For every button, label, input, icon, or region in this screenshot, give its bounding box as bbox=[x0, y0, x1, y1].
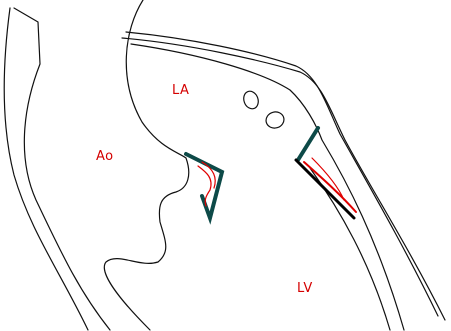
label-ao: Ao bbox=[96, 149, 114, 164]
aorta-posterior-wall bbox=[14, 8, 110, 330]
label-la: LA bbox=[172, 83, 189, 98]
la-roof-outer bbox=[122, 38, 445, 320]
anterior-mitral-leaflet-icon bbox=[186, 154, 222, 218]
label-lv: LV bbox=[297, 281, 313, 296]
la-roof-inner bbox=[126, 32, 438, 316]
pulmonary-vein-ostium-2 bbox=[264, 110, 286, 130]
posterior-mitral-leaflet-icon bbox=[296, 128, 356, 218]
aorto-atrial-wall bbox=[104, 0, 188, 330]
pulmonary-vein-ostium-1 bbox=[241, 89, 260, 111]
aorta-outer-wall bbox=[4, 8, 88, 330]
